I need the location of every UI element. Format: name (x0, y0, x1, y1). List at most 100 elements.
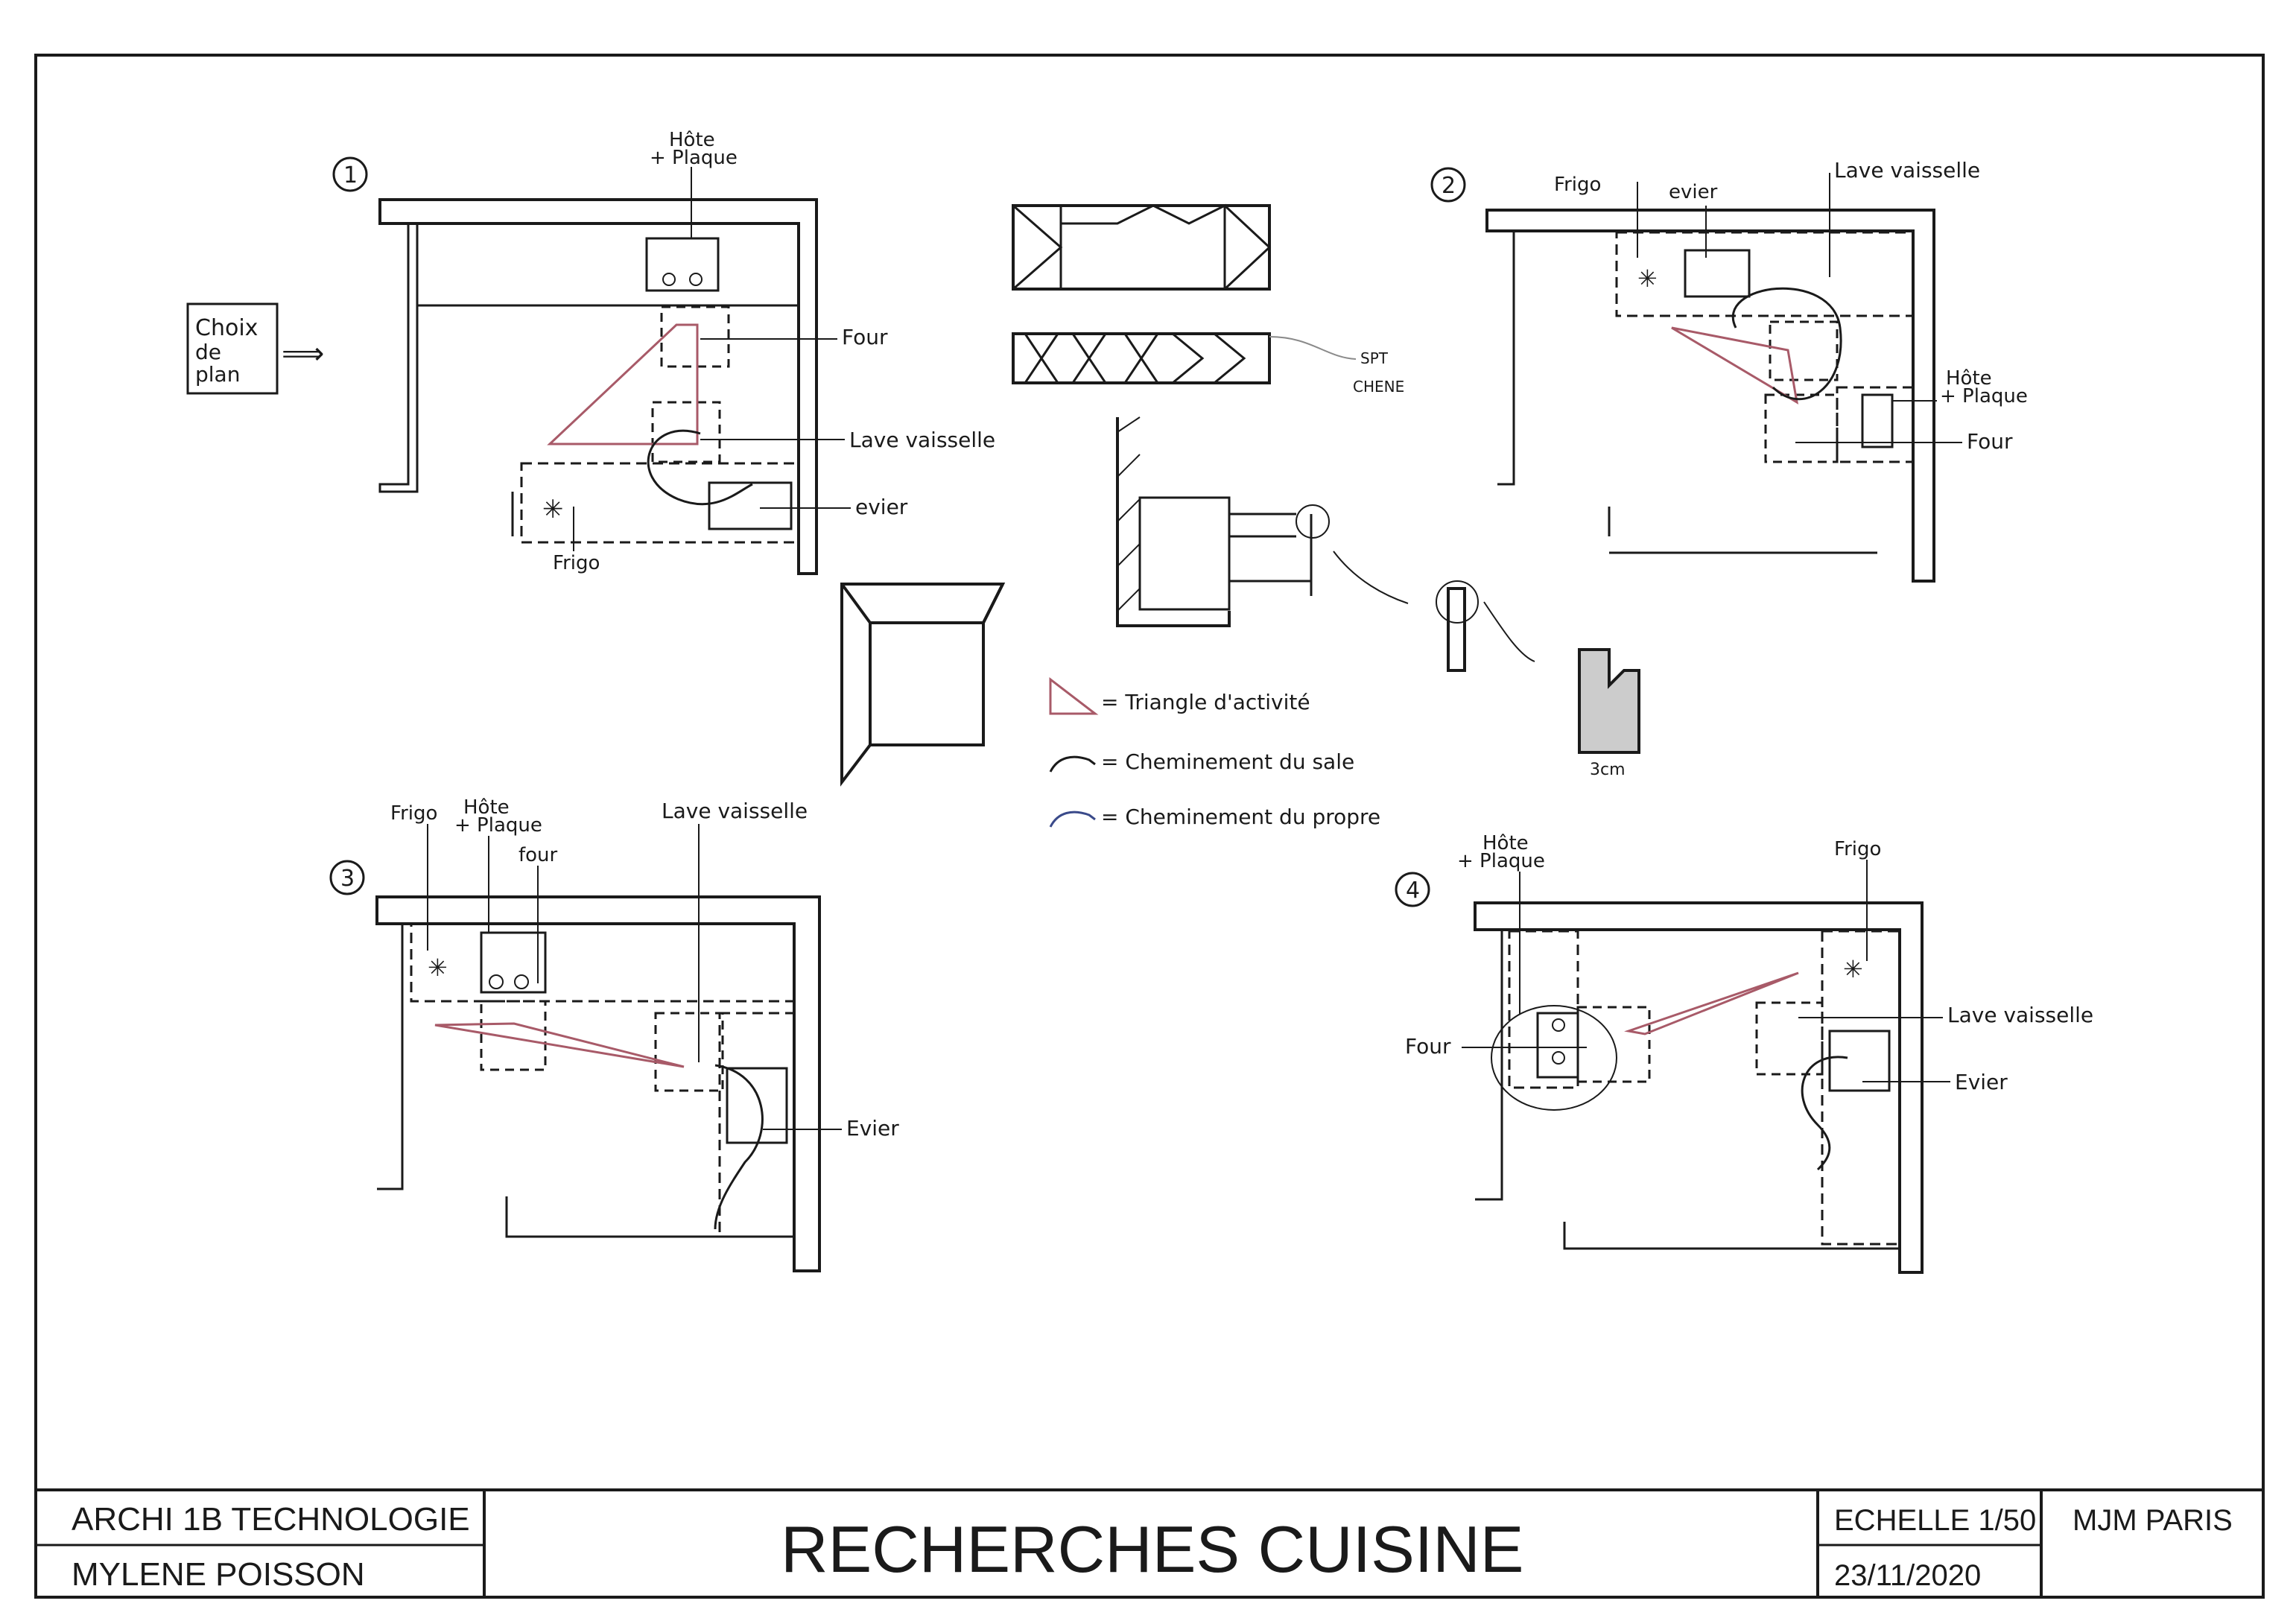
plan-3-fridge-label: Frigo (390, 802, 437, 825)
plan-4-right-counter (1821, 930, 1901, 1246)
plan-2-hob (1861, 393, 1894, 448)
plan-number: 3 (340, 866, 355, 892)
legend: = Triangle d'activité = Cheminement du s… (1049, 676, 1380, 829)
plan-2-hood-label-2: + Plaque (1940, 385, 2028, 407)
plan-3-dishwasher (654, 1012, 724, 1092)
plan-2-dishwasher-label: Lave vaisselle (1834, 158, 1980, 183)
plan-2-oven (1764, 393, 1839, 463)
plan-1-hob (645, 237, 720, 292)
plan-4-hob (1536, 1012, 1579, 1079)
plan-4-fridge-label: Frigo (1834, 838, 1881, 860)
plan-1-sink-label: evier (855, 495, 908, 519)
plan-2: 2 ✳ Frigo evier Lave vaisselle Hôte + Pl… (1430, 158, 2028, 583)
joint-detail-sketch: 3cm (1436, 580, 1640, 779)
plan-number-circle (329, 860, 365, 895)
note-arrow: ⟹ (282, 337, 324, 371)
plan-1-dishwasher-label: Lave vaisselle (849, 428, 995, 452)
plan-1-top-counter (416, 222, 800, 307)
plan-3-hob (480, 931, 547, 994)
plan-3-top-counter (410, 922, 796, 1003)
fridge-symbol: ✳ (428, 954, 448, 982)
plan-1-walls (378, 198, 818, 575)
plan-number: 1 (343, 162, 358, 188)
plan-number-circle (1430, 167, 1466, 203)
plan-number: 4 (1406, 878, 1420, 904)
drawing-scale: ECHELLE 1/50 (1834, 1504, 2036, 1537)
plan-4-oven (1576, 1006, 1651, 1083)
plan-2-dishwasher (1769, 320, 1839, 381)
school-name: MJM PARIS (2073, 1504, 2233, 1537)
plan-number-circle (1395, 872, 1430, 907)
plan-4: 4 ✳ Hôte + Plaque Frigo Four Lave vaisse… (1395, 832, 2093, 1274)
plan-4-oven-label: Four (1405, 1034, 1451, 1059)
plan-2-hood-label-1: Hôte (1946, 367, 1992, 390)
plan-3-activity-triangle (434, 1022, 685, 1068)
plan-2-side-counter (1836, 386, 1915, 463)
plan-1-oven-label: Four (842, 325, 888, 349)
plan-2-fridge-label: Frigo (1554, 174, 1601, 196)
plan-3-oven (480, 1000, 547, 1071)
legend-dirty-path-label: = Cheminement du sale (1101, 749, 1354, 774)
plan-2-top-counter (1615, 231, 1915, 317)
fridge-symbol: ✳ (1637, 264, 1658, 293)
plan-4-dishwasher-label: Lave vaisselle (1947, 1003, 2093, 1027)
plan-2-sink-label: evier (1669, 181, 1718, 203)
plan-2-sink (1684, 249, 1751, 298)
course-name: ARCHI 1B TECHNOLOGIE (72, 1501, 470, 1538)
sheet-border (34, 54, 2265, 1599)
legend-clean-path-icon (1049, 811, 1096, 828)
plan-4-hood-label-1: Hôte (1482, 832, 1529, 854)
plan-number-circle (332, 156, 368, 192)
plan-2-circulation-path (1732, 287, 1842, 401)
plan-1-oven (660, 305, 730, 368)
plan-number: 2 (1442, 173, 1456, 199)
dimension-label: 3cm (1590, 761, 1626, 779)
plan-4-activity-triangle (1624, 971, 1799, 1035)
plan-3-dishwasher-label: Lave vaisselle (662, 799, 808, 823)
plan-2-oven-label: Four (1967, 429, 2013, 454)
fridge-symbol: ✳ (542, 495, 564, 524)
plan-4-circulation-path (1801, 1056, 1848, 1171)
plan-3-circulation-path (714, 1064, 764, 1230)
plan-3-side-counter (718, 1012, 796, 1238)
choix-de-plan-note: Choix de plan ⟹ (186, 302, 324, 395)
plan-3-hood-label-2: + Plaque (454, 814, 542, 837)
plan-3-hood-label-1: Hôte (463, 796, 510, 819)
legend-triangle-icon (1049, 676, 1099, 715)
legend-dirty-path-icon (1049, 755, 1096, 773)
plan-1-hood-label-1: Hôte (669, 129, 715, 151)
plan-1-circulation-path (647, 429, 753, 506)
plan-4-dishwasher (1755, 1001, 1824, 1076)
plan-3-oven-label: four (518, 844, 558, 866)
plan-4-left-counter (1508, 930, 1579, 1089)
plan-4-hood-label-2: + Plaque (1457, 850, 1545, 872)
drawing-date: 23/11/2020 (1834, 1559, 1981, 1592)
drawing-title: RECHERCHES CUISINE (781, 1512, 1523, 1586)
furniture-detail-sketch: SPT CHENE (1012, 203, 1404, 396)
plan-1-dishwasher (651, 401, 721, 463)
section-sketch (1116, 416, 1409, 627)
plan-3-sink (726, 1067, 788, 1144)
spt-label-2: CHENE (1353, 378, 1404, 396)
legend-triangle-label: = Triangle d'activité (1101, 690, 1310, 714)
cabinet-sketch (840, 583, 1006, 787)
spt-label-1: SPT (1360, 349, 1389, 367)
plan-4-sink-label: Evier (1955, 1070, 2008, 1094)
plan-1-bottom-counter (520, 462, 800, 544)
title-block: ARCHI 1B TECHNOLOGIE MYLENE POISSON RECH… (36, 1488, 2263, 1597)
note-line-2: de (195, 340, 221, 364)
plan-4-sink (1828, 1030, 1891, 1092)
plan-4-sketch-circle (1491, 1005, 1617, 1111)
plan-3: 3 ✳ Frigo Hôte + Plaque four Lave vaisse… (329, 796, 899, 1272)
plan-1-sink (708, 481, 793, 530)
plan-1: 1 ✳ Hôte + Plaque Four Lave vaisselle ev… (332, 129, 995, 575)
plan-1-hood-label-2: + Plaque (650, 147, 738, 169)
author-name: MYLENE POISSON (72, 1556, 365, 1593)
plan-1-activity-triangle (547, 323, 699, 445)
note-line-3: plan (195, 362, 240, 387)
plan-4-walls (1474, 901, 1924, 1274)
plan-2-walls (1485, 209, 1935, 583)
plan-1-fridge-label: Frigo (553, 552, 600, 574)
plan-3-sink-label: Evier (846, 1116, 899, 1141)
